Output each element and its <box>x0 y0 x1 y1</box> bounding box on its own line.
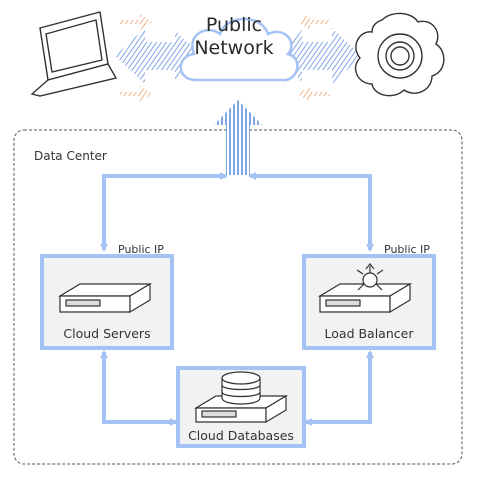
public-network-line1: Public <box>205 14 263 36</box>
cloud-servers-label: Cloud Servers <box>63 326 151 341</box>
load-balancer-public-ip-label: Public IP <box>384 243 430 256</box>
data-center-label: Data Center <box>34 149 107 163</box>
data-center-boundary <box>13 129 463 465</box>
load-balancer-icon <box>356 263 384 291</box>
traffic-arrows <box>120 14 330 102</box>
server-icon <box>57 282 153 314</box>
load-balancer-label: Load Balancer <box>324 326 414 341</box>
cloud-databases-label: Cloud Databases <box>188 428 294 443</box>
dc-links <box>100 172 374 426</box>
servers-public-ip-label: Public IP <box>118 243 164 256</box>
public-network-label: Public Network <box>184 14 284 60</box>
load-balancer-server-icon <box>317 282 413 314</box>
gear-icon <box>354 12 445 97</box>
public-network-line2: Network <box>194 37 274 59</box>
uplink-arrow <box>214 100 262 175</box>
cloud-icon <box>179 17 299 82</box>
database-icon <box>221 371 261 405</box>
laptop-icon <box>30 11 118 97</box>
